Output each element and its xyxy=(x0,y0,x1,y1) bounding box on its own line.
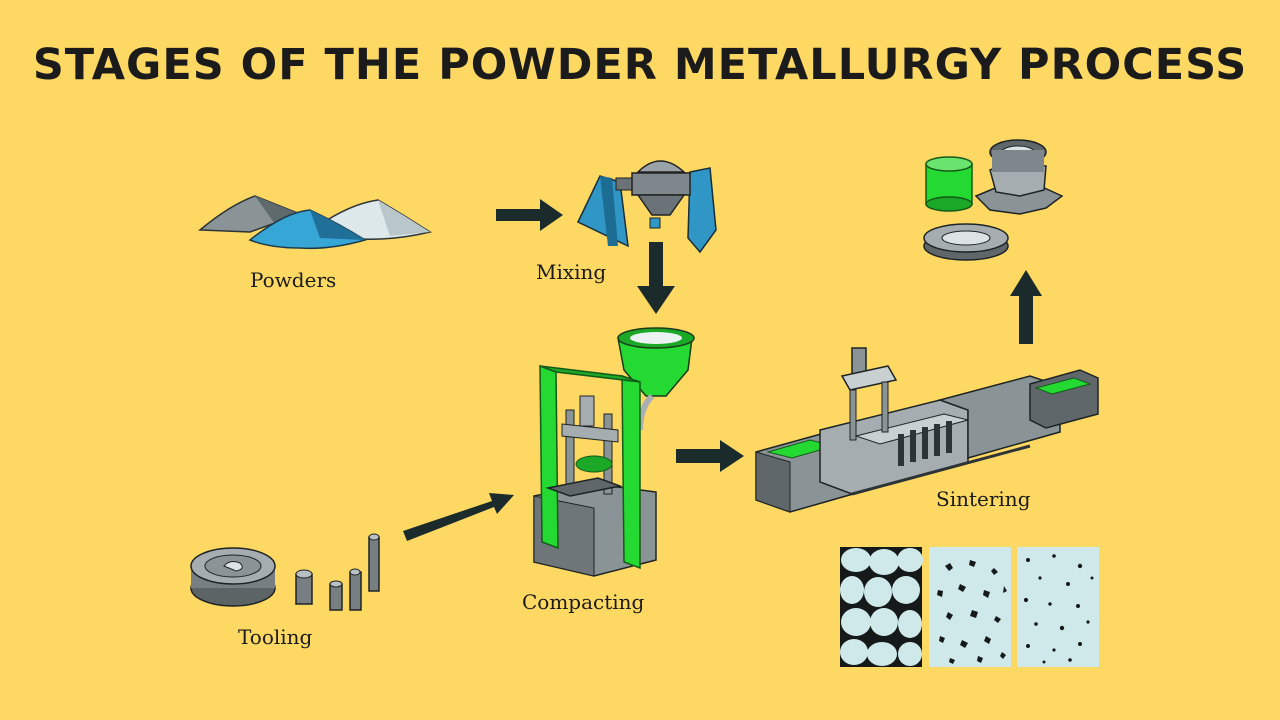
stage-label-powders: Powders xyxy=(250,268,337,292)
stage-label-compacting: Compacting xyxy=(522,590,645,614)
compaction-press-illustration xyxy=(533,327,695,577)
finished-parts-illustration xyxy=(923,139,1064,261)
arrow-mixing-to-compacting xyxy=(637,242,675,314)
powder-piles-illustration xyxy=(198,195,432,250)
mixer-illustration xyxy=(577,160,717,254)
tooling-illustration xyxy=(190,533,380,611)
stage-label-mixing: Mixing xyxy=(536,260,607,284)
arrow-sintering-to-parts xyxy=(1010,270,1042,344)
stage-label-tooling: Tooling xyxy=(238,625,313,649)
arrow-tooling-to-compacting xyxy=(403,493,514,541)
microstructure-panel-initial xyxy=(840,547,923,667)
sintering-furnace-illustration xyxy=(755,347,1099,513)
stage-label-sintering: Sintering xyxy=(936,487,1031,511)
arrow-powders-to-mixing xyxy=(496,199,563,231)
arrow-compacting-to-sintering xyxy=(676,440,744,472)
microstructure-panel-intermediate xyxy=(929,547,1011,667)
microstructure-panel-final xyxy=(1017,547,1099,667)
diagram-title: STAGES OF THE POWDER METALLURGY PROCESS xyxy=(32,40,1248,90)
microstructure-panels xyxy=(840,547,1099,667)
